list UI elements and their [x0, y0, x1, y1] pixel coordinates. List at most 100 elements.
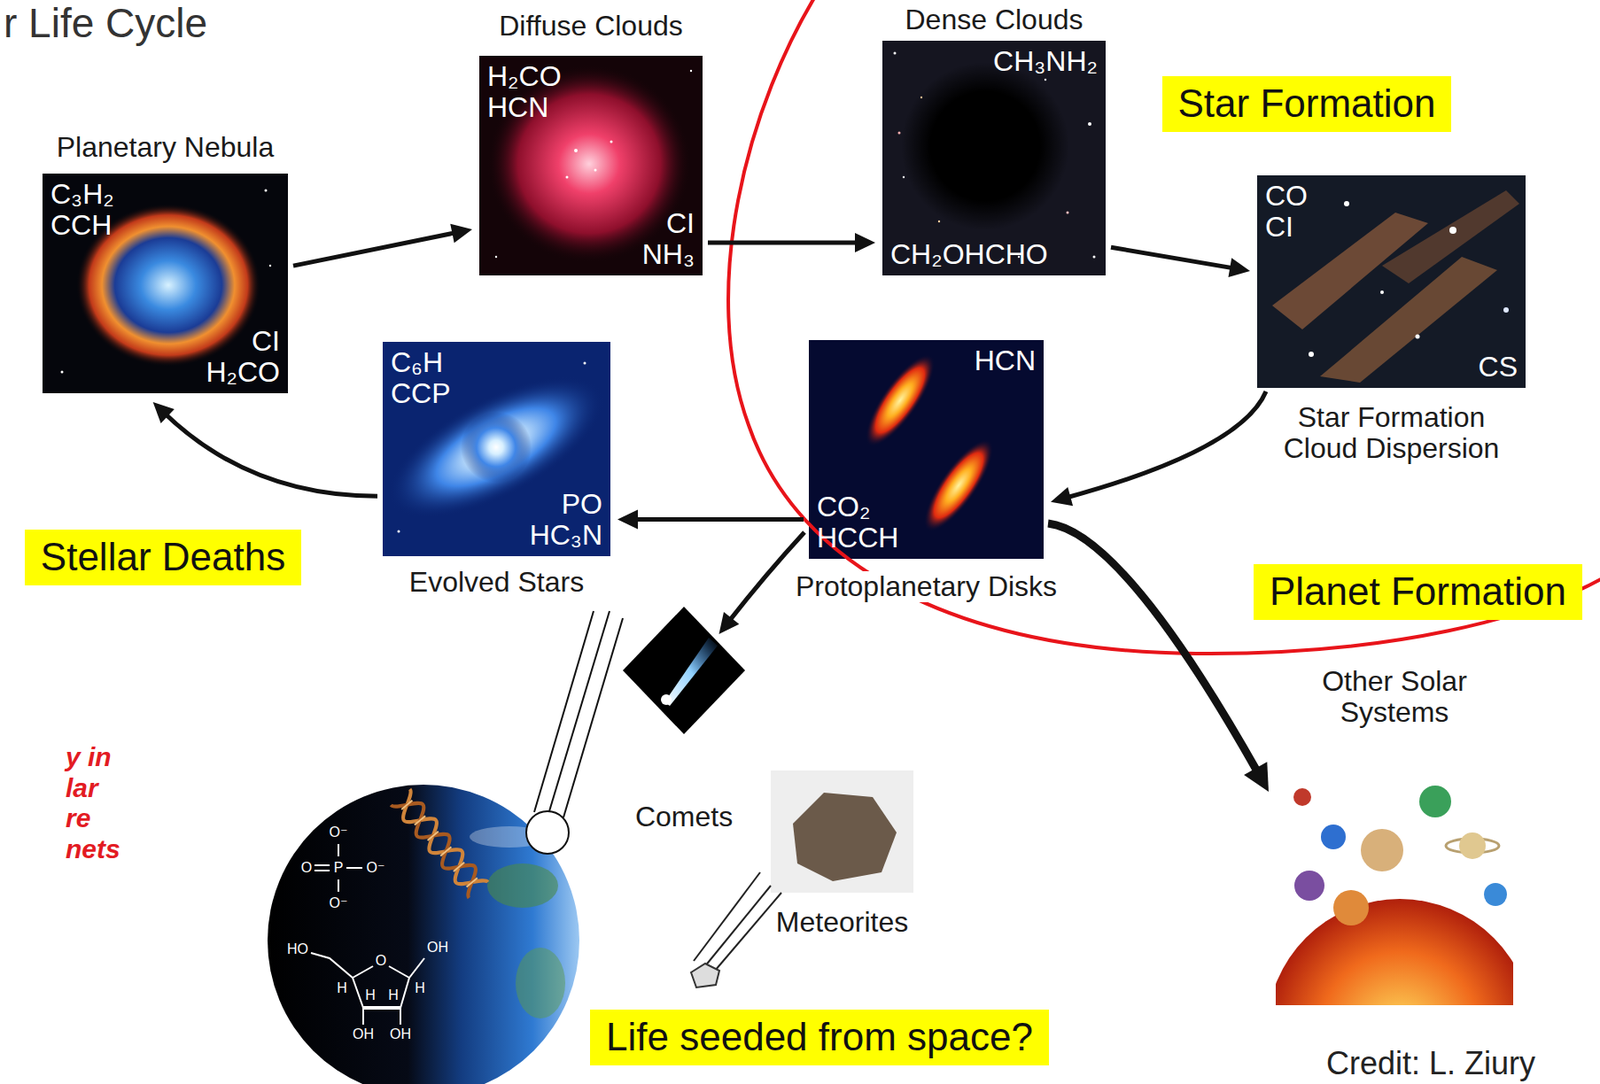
illustration-line [337, 879, 340, 893]
highlight-box: Planet Formation [1253, 564, 1583, 621]
illustration-circle [1093, 256, 1096, 259]
comet-head [526, 811, 569, 855]
illustration-line [337, 844, 340, 857]
illustration-line [440, 846, 451, 856]
illustration-rect [1257, 175, 1526, 389]
illustration-line [399, 1008, 402, 1026]
illustration-circle [898, 132, 901, 135]
illustration-line [714, 893, 782, 971]
illustration-circle [938, 220, 940, 223]
arrowhead [1050, 487, 1073, 506]
illustration-ellipse [487, 863, 559, 909]
flow-arrow [617, 510, 804, 530]
illustration-line [563, 618, 623, 818]
arrowhead [1227, 257, 1251, 278]
illustration-circle [1066, 211, 1070, 215]
illustration-circle [1044, 78, 1047, 81]
caption-text: Comets [631, 801, 737, 833]
diagram-title: r Life Cycle [3, 0, 208, 47]
illustration-line [400, 978, 410, 1009]
caption-text: Dense Clouds [901, 4, 1088, 36]
molecule-text: CH₂OHCHO [890, 239, 1049, 271]
illustration-ellipse [912, 430, 1005, 542]
illustration-circle [583, 362, 587, 366]
flow-line [1065, 391, 1267, 498]
molecule-text: CO₂ HCCH [816, 491, 899, 554]
note-text: y in lar re nets [65, 742, 125, 865]
illustration-circle [269, 264, 272, 267]
image-diamond: Comets [622, 606, 746, 735]
illustration-line [549, 611, 610, 812]
flow-line [1110, 247, 1235, 269]
illustration-circle [660, 694, 672, 706]
flow-arrow [1048, 523, 1269, 793]
evolved-star-image [367, 341, 625, 557]
illustration-circle [574, 148, 578, 153]
arrowhead [450, 224, 473, 244]
caption-text: Protoplanetary Disks [792, 571, 1061, 603]
image-panel: Meteorites [770, 770, 914, 894]
illustration-ellipse [854, 345, 947, 457]
illustration-line [409, 958, 425, 979]
illustration-circle [1419, 785, 1452, 818]
illustration-circle [1503, 307, 1509, 313]
illustration-circle [902, 176, 905, 179]
highlight-box: Life seeded from space? [590, 1009, 1049, 1066]
molecule-text: CH₃NH₂ [993, 46, 1098, 78]
illustration-line [352, 966, 373, 979]
illustration-line [363, 1006, 401, 1010]
illustration-circle [1275, 899, 1514, 1006]
image-panel: Dense CloudsCH₃NH₂CH₂OHCHO [882, 40, 1106, 276]
caption-text: Planetary Nebula [53, 132, 278, 164]
atom-label: O⁻ [329, 825, 349, 840]
illustration-circle [1449, 226, 1457, 234]
planetary-nebula-image [42, 173, 288, 394]
molecule-text: C₆H CCP [390, 347, 451, 410]
highlight-ellipse [728, 0, 1600, 654]
highlight-box: Stellar Deaths [24, 529, 302, 586]
highlight-text: Star Formation [1178, 81, 1437, 125]
caption-text: Evolved Stars [405, 566, 588, 599]
molecule-text: PO HC₃N [529, 489, 603, 552]
caption-text: Diffuse Clouds [495, 10, 687, 42]
illustration-line [401, 800, 412, 810]
atom-label: OH [389, 1027, 412, 1042]
atom-label: H [336, 981, 348, 996]
cloud-dispersion-image [1257, 175, 1526, 389]
falling-rock [691, 963, 720, 988]
atom-label: H [388, 988, 399, 1003]
illustration-circle [1087, 122, 1092, 126]
molecule-text: CS [1478, 351, 1518, 383]
highlight-text: Planet Formation [1269, 569, 1567, 614]
illustration-circle [1360, 829, 1404, 872]
image-panel: Planetary NebulaC₃H₂ CCHCI H₂CO [42, 173, 288, 394]
dense-cloud-image [882, 40, 1106, 276]
illustration-ellipse [515, 947, 566, 1019]
illustration-circle [397, 530, 401, 534]
caption-text: Meteorites [772, 907, 912, 939]
illustration-path [390, 803, 476, 899]
phosphate-bonds [314, 844, 363, 893]
flow-line [293, 232, 458, 266]
illustration-line [534, 611, 594, 813]
illustration-line [414, 815, 426, 825]
molecule-text: C₃H₂ CCH [50, 178, 115, 241]
dna-helix [390, 789, 488, 899]
atom-label: H [365, 988, 376, 1003]
atom-label: OH [352, 1027, 374, 1042]
highlight-box: Star Formation [1162, 76, 1453, 133]
molecule-text: CO CI [1265, 180, 1308, 243]
diffuse-cloud-image [479, 55, 703, 276]
illustration-circle [1380, 290, 1384, 295]
illustration-circle [1320, 824, 1346, 850]
atom-label: O⁻ [329, 896, 349, 911]
comet-streak [534, 611, 623, 818]
atom-label: P [333, 861, 344, 876]
arrowhead [1243, 761, 1269, 793]
flow-line [707, 240, 861, 245]
illustration-line [314, 864, 330, 867]
protoplanetary-disk-image [808, 340, 1044, 560]
image-panel: CO CICSStar Formation Cloud Dispersion [1257, 175, 1526, 389]
meteorite-streak [693, 872, 782, 971]
illustration-circle [900, 62, 1070, 231]
